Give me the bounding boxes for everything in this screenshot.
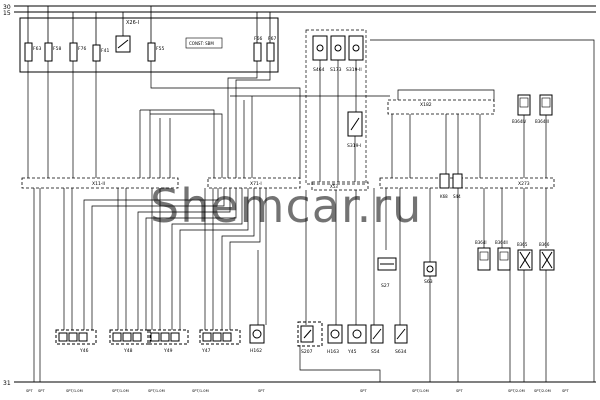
svg-text:SPT/1.0M: SPT/1.0M (112, 389, 129, 393)
svg-text:B365: B365 (517, 242, 528, 247)
svg-text:F55: F55 (156, 46, 164, 52)
connector-x182: X182 (387, 99, 495, 115)
component-s63: S63 (423, 261, 437, 285)
svg-text:Y47: Y47 (201, 348, 211, 354)
svg-text:SPT: SPT (456, 389, 463, 393)
fuse-box-note: CONST: SBM (185, 37, 223, 49)
svg-text:H163: H163 (327, 349, 339, 355)
svg-text:F63: F63 (33, 46, 41, 52)
lower-wiring (33, 188, 547, 382)
svg-text:B366: B366 (539, 242, 550, 247)
sensor-b364i: B364I (475, 240, 491, 271)
fuse-f76: F76 (69, 42, 86, 62)
connector-x53: X53 (330, 184, 338, 189)
fuse-box-label: X26-I (126, 20, 139, 26)
svg-text:S207: S207 (301, 349, 313, 355)
svg-text:X182: X182 (420, 102, 432, 108)
connector-s44: S44 (453, 194, 461, 199)
rail-label-30: 30 (3, 4, 11, 11)
fuse-box: X26-I F63 F58 F76 F41 F55 CONST: SBM (19, 17, 279, 73)
switch-s464: S464 (313, 67, 325, 73)
component-h163: H163 (327, 324, 343, 355)
svg-text:Y45: Y45 (347, 349, 357, 355)
svg-text:F66: F66 (254, 36, 262, 42)
component-y48: Y48 (109, 329, 151, 354)
svg-text:B364II: B364II (495, 240, 508, 245)
fuse-f58: F58 (44, 42, 61, 62)
fuse-f67: F67 (266, 36, 276, 62)
fuse-f66: F66 (253, 36, 262, 62)
svg-text:CONST: SBM: CONST: SBM (189, 41, 214, 46)
connector-k68: K68 (440, 194, 448, 199)
svg-text:SPT: SPT (258, 389, 265, 393)
component-s207: S207 (297, 321, 323, 355)
component-y46: Y46 (55, 329, 97, 354)
svg-text:H162: H162 (250, 348, 262, 354)
svg-text:S63: S63 (424, 279, 433, 285)
switch-group-top: S464 S173 S319-II S319-I (305, 29, 367, 185)
power-rails (14, 5, 596, 383)
svg-text:Y49: Y49 (163, 348, 173, 354)
switch-s173: S173 (330, 67, 342, 73)
module-b364iv: B364IV (512, 94, 531, 124)
component-h162: H162 (249, 324, 265, 354)
svg-text:SPT/1.0M: SPT/1.0M (148, 389, 165, 393)
sensor-b364ii: B364II (495, 240, 511, 271)
fuse-f55: F55 (147, 42, 164, 62)
svg-text:Y46: Y46 (79, 348, 89, 354)
switch-s319-i: S319-I (347, 143, 361, 149)
svg-text:SPT: SPT (38, 389, 45, 393)
connector-bar: X11-II X71-I X53 X273 K68 S44 (21, 173, 555, 199)
component-s54: S54 (370, 324, 384, 355)
relay-k (115, 35, 131, 53)
upper-wiring (27, 39, 595, 382)
sensor-b365: B365 (517, 242, 533, 271)
sensor-b366: B366 (539, 242, 555, 271)
ground-labels: SPT SPT SPT/1.0M SPT/1.0M SPT/1.0M SPT/1… (26, 389, 569, 393)
connector-x11-ii: X11-II (92, 181, 105, 187)
svg-text:S27: S27 (381, 283, 390, 289)
rail-label-31: 31 (3, 380, 11, 387)
svg-text:SPT/1.0M: SPT/1.0M (66, 389, 83, 393)
svg-text:SPT: SPT (360, 389, 367, 393)
svg-text:B364I: B364I (475, 240, 487, 245)
component-y47: Y47 (199, 329, 241, 354)
svg-text:F76: F76 (78, 46, 86, 52)
svg-text:B364IV: B364IV (512, 119, 527, 124)
svg-text:F58: F58 (53, 46, 61, 52)
fuse-f63: F63 (24, 42, 41, 62)
switch-s319-ii: S319-II (346, 67, 362, 73)
svg-text:S634: S634 (395, 349, 407, 355)
component-s634: S634 (394, 324, 408, 355)
rail-label-15: 15 (3, 10, 11, 17)
svg-text:SPT/2.0M: SPT/2.0M (534, 389, 551, 393)
watermark: Shemcar.ru (150, 179, 422, 233)
svg-text:Y48: Y48 (123, 348, 133, 354)
svg-text:B364III: B364III (535, 119, 549, 124)
svg-text:SPT: SPT (562, 389, 569, 393)
svg-text:SPT: SPT (26, 389, 33, 393)
module-b364iii: B364III (535, 94, 553, 124)
svg-text:S54: S54 (371, 349, 380, 355)
svg-text:SPT/1.0M: SPT/1.0M (412, 389, 429, 393)
svg-text:SPT/1.0M: SPT/1.0M (192, 389, 209, 393)
fuse-feeds (27, 6, 271, 45)
component-y45: Y45 (347, 324, 367, 355)
component-s27: S27 (377, 257, 397, 289)
connector-x273: X273 (518, 181, 530, 187)
svg-text:F41: F41 (101, 48, 109, 54)
svg-text:SPT/2.0M: SPT/2.0M (508, 389, 525, 393)
svg-text:F67: F67 (268, 36, 276, 42)
connector-x71-i: X71-I (250, 181, 262, 187)
component-y49: Y49 (147, 329, 189, 354)
fuse-f41: F41 (92, 44, 109, 62)
